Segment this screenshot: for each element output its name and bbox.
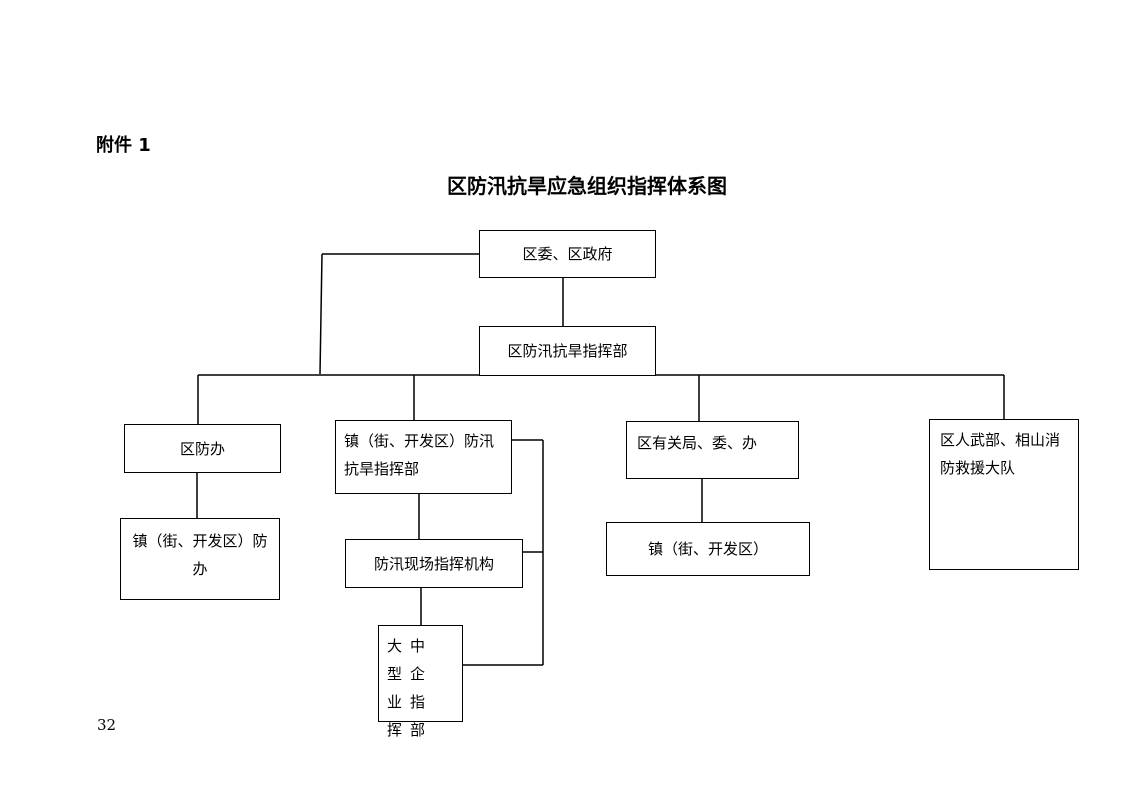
node-district-flood-office: 区防办 — [124, 424, 281, 473]
node-town-flood-hq: 镇（街、开发区）防汛抗旱指挥部 — [335, 420, 512, 494]
node-flood-drought-hq: 区防汛抗旱指挥部 — [479, 326, 656, 376]
node-enterprise-command: 大中型企业指挥部 — [378, 625, 463, 739]
node-town-flood-office: 镇（街、开发区）防办 — [120, 518, 280, 600]
diagram-title: 区防汛抗旱应急组织指挥体系图 — [447, 174, 727, 198]
node-armed-forces-fire-rescue: 区人武部、相山消防救援大队 — [929, 419, 1079, 570]
node-district-committee-government: 区委、区政府 — [479, 230, 656, 278]
page-number: 32 — [97, 716, 117, 734]
node-related-departments: 区有关局、委、办 — [626, 421, 799, 479]
attachment-label: 附件 1 — [96, 135, 151, 156]
node-field-command: 防汛现场指挥机构 — [345, 539, 523, 588]
node-town: 镇（街、开发区） — [606, 522, 810, 576]
